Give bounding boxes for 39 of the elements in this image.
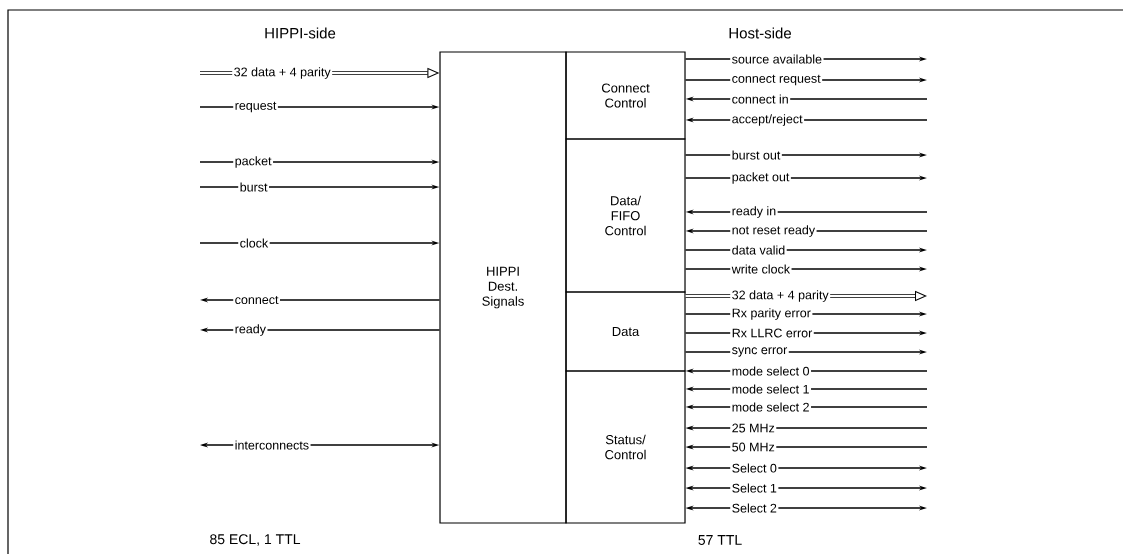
signal-label: connect request [730, 73, 823, 87]
signal-label: burst [238, 180, 269, 194]
signal-label: interconnects [233, 438, 311, 452]
signal-label: not reset ready [730, 223, 817, 239]
signal-label: Select 1 [730, 481, 779, 495]
signal-label: 32 data + 4 parity [232, 65, 333, 81]
signal-label: ready in [730, 204, 778, 220]
signal-label: Select 0 [730, 461, 779, 475]
signal-label: packet [233, 154, 274, 170]
signal-label: clock [238, 236, 270, 250]
signal-label: request [233, 100, 278, 114]
signal-label: burst out [730, 148, 782, 162]
signal-label: ready [233, 322, 268, 338]
signal-label: mode select 1 [730, 382, 812, 396]
block-section: Data [565, 291, 686, 372]
signal-label: sync error [730, 345, 789, 359]
signal-column: HIPPI Dest. Signals [439, 51, 567, 524]
heading-text: Host-side [729, 27, 791, 39]
signal-label: source available [730, 52, 824, 66]
block-section: Connect Control [565, 51, 686, 140]
signal-label: 32 data + 4 parity [730, 288, 831, 304]
signal-label: accept/reject [730, 112, 805, 128]
signal-label: mode select 2 [730, 400, 812, 414]
signal-label: 25 MHz [730, 422, 777, 434]
signal-label: 50 MHz [730, 441, 777, 453]
heading-text: 57 TTL [698, 535, 742, 545]
heading-text: HIPPI-side [265, 27, 336, 39]
signal-label: data valid [730, 243, 787, 257]
block-section: Data/ FIFO Control [565, 138, 686, 293]
signal-label: connect [233, 294, 280, 306]
heading-text: 85 ECL, 1 TTL [210, 534, 301, 546]
block-section: Status/ Control [565, 370, 686, 524]
signal-label: mode select 0 [730, 364, 812, 378]
signal-label: packet out [730, 170, 791, 186]
signal-label: connect in [730, 92, 791, 106]
signal-label: Rx LLRC error [730, 327, 814, 339]
signal-label: Select 2 [730, 501, 779, 515]
signal-label: Rx parity error [730, 306, 813, 322]
signal-label: write clock [730, 262, 792, 276]
